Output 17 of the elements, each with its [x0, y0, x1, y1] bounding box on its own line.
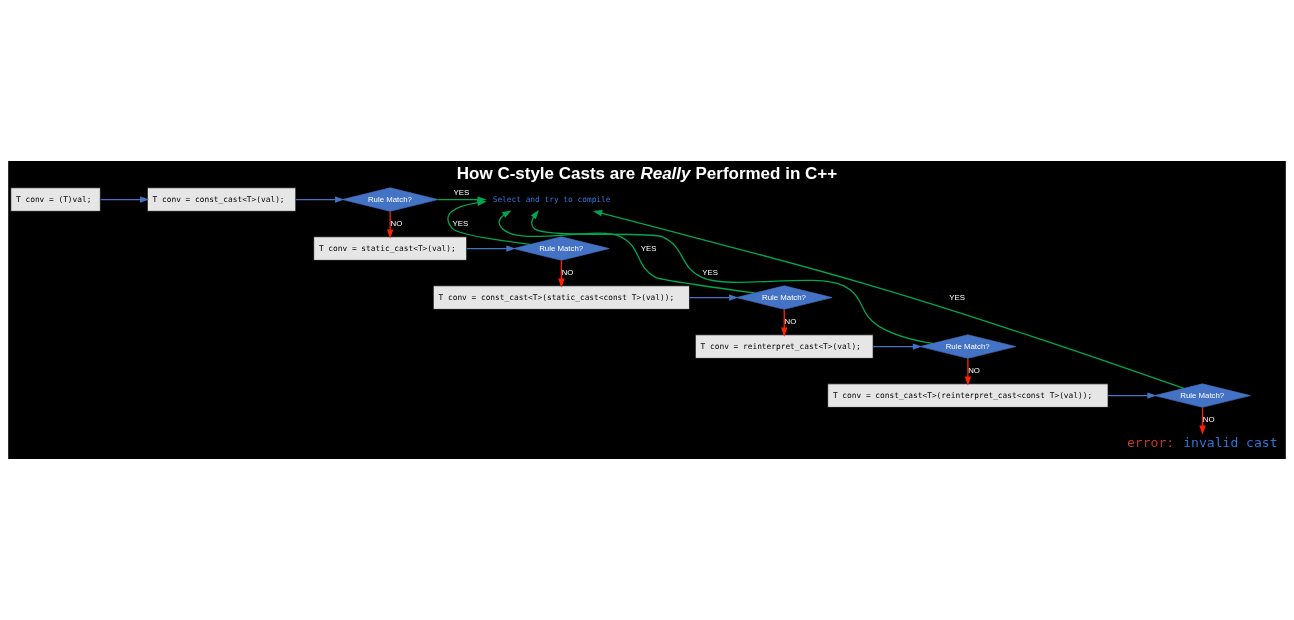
arrow [1199, 406, 1206, 435]
arrow [386, 210, 394, 239]
arrow [466, 245, 516, 252]
arrow [447, 199, 531, 246]
node-text: error: invalid cast [1127, 435, 1278, 451]
arrow [498, 210, 756, 294]
diagram-title: How C-style Casts are Really Performed in C++ [456, 164, 838, 184]
arrow [1107, 392, 1157, 399]
arrow [530, 210, 934, 345]
arrow [295, 196, 345, 203]
arrow [872, 343, 922, 350]
arrow [100, 196, 150, 203]
arrow [688, 294, 739, 301]
arrow [558, 259, 565, 288]
arrow [593, 210, 1185, 390]
arrow [781, 308, 788, 337]
arrow [964, 357, 972, 386]
